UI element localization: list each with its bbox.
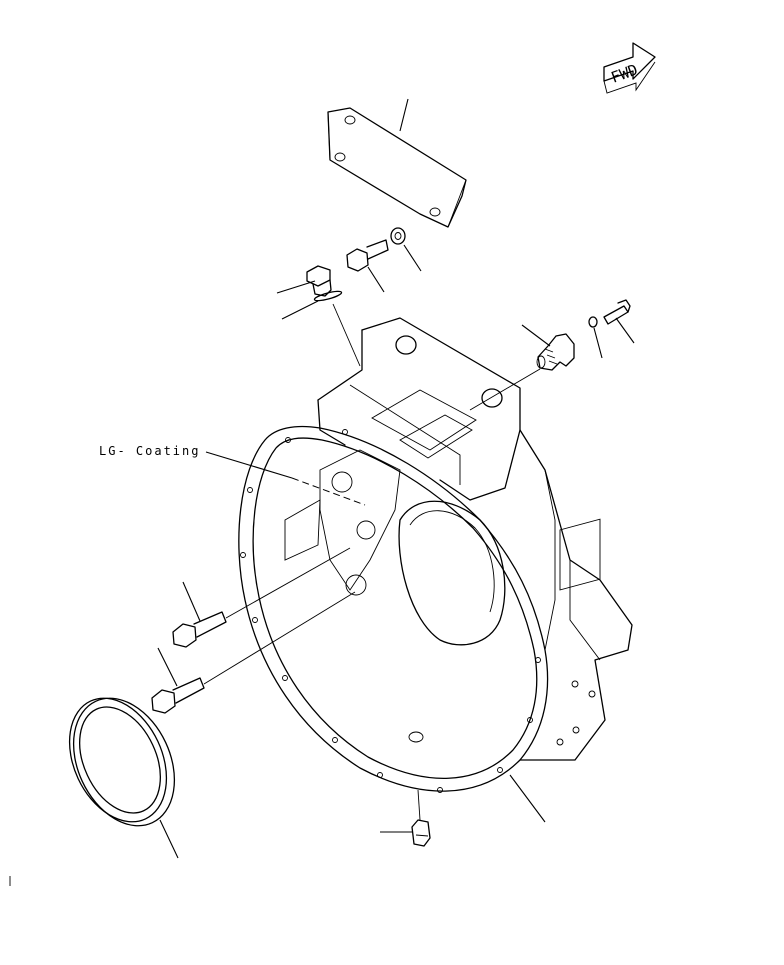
coating-note: LG- Coating: [99, 444, 201, 458]
left-bolt-upper-icon: [172, 547, 351, 648]
flywheel-housing-icon: [238, 317, 633, 823]
fwd-arrow-icon: FWD: [603, 42, 656, 94]
oil-seal-icon: [68, 697, 179, 859]
bolt-icon: [346, 239, 389, 293]
left-bolt-lower-icon: [151, 591, 356, 714]
plug-icon: [276, 265, 332, 297]
o-ring-icon: [281, 290, 361, 367]
coating-leader: [205, 451, 366, 506]
sensor-icon: [469, 324, 575, 411]
washer-icon: [390, 227, 422, 272]
sensor-bolt-icon: [588, 299, 635, 359]
drain-plug-icon: [380, 789, 431, 847]
bracket-plate-icon: [327, 98, 467, 228]
